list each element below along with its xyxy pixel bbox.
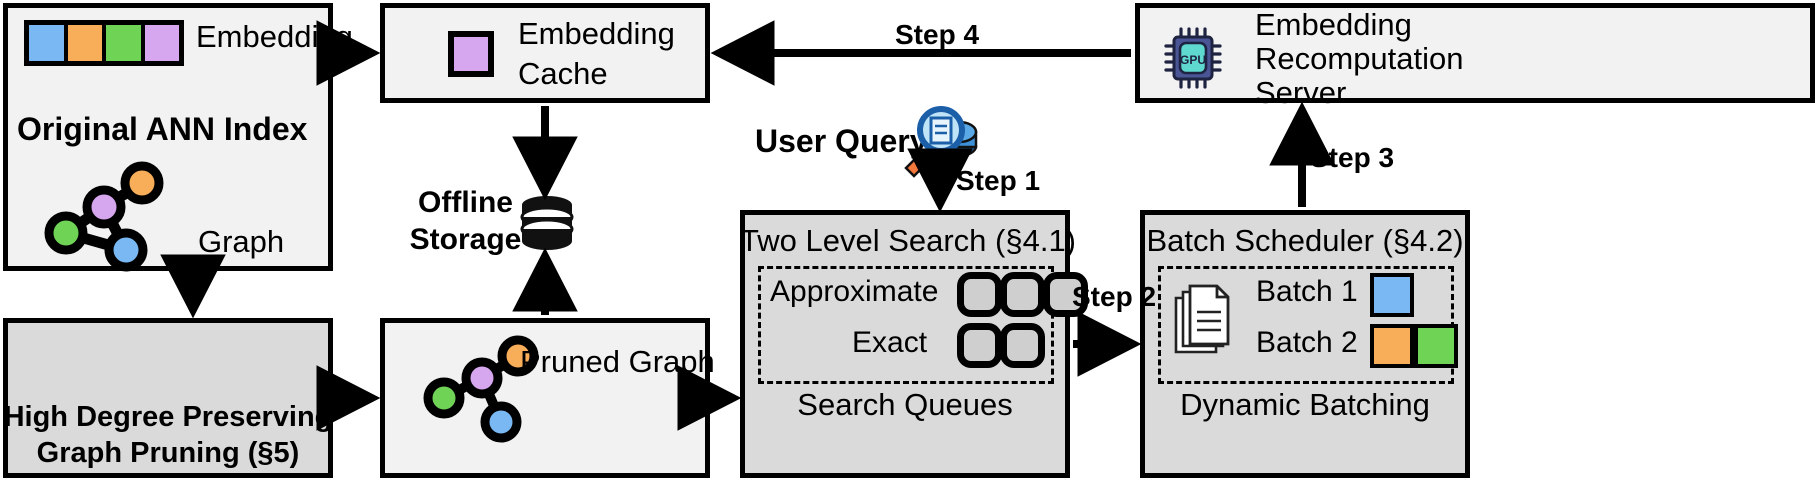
gpu-chip-icon: GPU (1164, 27, 1222, 89)
approximate-row-label: Approximate (770, 275, 939, 308)
graph-pruning-title-line1: High Degree Preserving Graph Pruning (§5… (3, 400, 333, 470)
search-queues-group (758, 266, 1054, 384)
embedding-cell-purple (144, 25, 179, 61)
dynamic-batching-footer: Dynamic Batching (1180, 387, 1430, 422)
embedding-cache-title: Embedding Cache (518, 16, 675, 91)
svg-text:GPU: GPU (1180, 53, 1206, 67)
step-1-label: Step 1 (956, 165, 1041, 196)
batch-2-swatch-orange (1370, 324, 1414, 368)
batch-1-swatch-blue (1370, 273, 1414, 317)
embedding-label: Embedding (196, 19, 353, 54)
exact-queue-slot-1[interactable] (957, 323, 1002, 368)
embedding-cell-orange (67, 25, 106, 61)
step-3-label: Step 3 (1310, 142, 1395, 173)
two-level-search-title: Two Level Search (§4.1) (740, 223, 1077, 258)
recomputation-server-box (1135, 3, 1815, 103)
embedding-cell-blue (29, 25, 68, 61)
search-queues-footer: Search Queues (797, 387, 1013, 422)
pruned-graph-icon (423, 335, 539, 443)
graph-label: Graph (198, 224, 285, 259)
offline-storage-label: Offline Storage (409, 186, 522, 256)
purple-square-icon (448, 31, 494, 77)
batch-2-label: Batch 2 (1256, 326, 1358, 359)
approximate-queue-slot-3[interactable] (1043, 272, 1088, 317)
recomputation-server-title: Embedding Recomputation Server (1255, 7, 1464, 110)
batch-2-swatch-green (1414, 324, 1458, 368)
database-cylinder-icon (520, 196, 574, 250)
step-2-label: Step 2 (1072, 281, 1157, 312)
embedding-swatch-row (24, 20, 184, 66)
graph-pruning-box (3, 318, 333, 478)
documents-stack-icon (1174, 284, 1230, 354)
embedding-cell-green (106, 25, 145, 61)
graph-pruning-title: High Degree Preserving Graph Pruning (§5… (3, 334, 333, 504)
approximate-queue-slot-1[interactable] (957, 272, 1002, 317)
step-4-label: Step 4 (895, 19, 980, 50)
pruned-graph-title: Pruned Graph (520, 344, 715, 379)
embedding-cache-box (380, 3, 710, 103)
approximate-queue-slot-2[interactable] (1000, 272, 1045, 317)
original-ann-index-title: Original ANN Index (17, 111, 308, 147)
batch-1-label: Batch 1 (1256, 275, 1358, 308)
batch-scheduler-title: Batch Scheduler (§4.2) (1146, 223, 1464, 258)
original-graph-icon (44, 161, 164, 272)
exact-row-label: Exact (852, 326, 928, 359)
exact-queue-slot-2[interactable] (1000, 323, 1045, 368)
